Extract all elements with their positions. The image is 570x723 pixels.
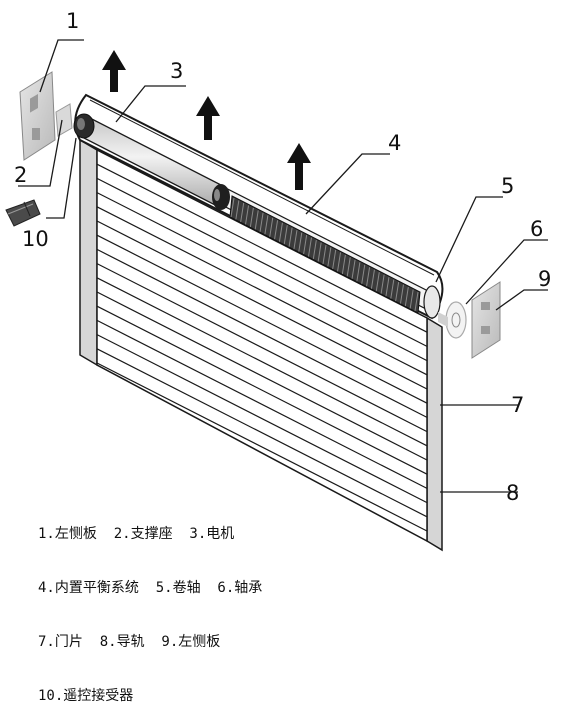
spring-coil <box>293 230 298 250</box>
legend-line-3: 7.门片 8.导轨 9.左恻板 <box>38 634 221 650</box>
spring-coil <box>274 220 279 240</box>
spring-coil <box>409 289 414 309</box>
callout-2: 2 <box>14 163 27 187</box>
spring-coil <box>307 237 312 257</box>
door-slat-line <box>96 362 428 532</box>
spring-coil <box>303 235 308 255</box>
door-slats <box>96 163 428 532</box>
spring-coil <box>332 249 337 270</box>
door-slat-line <box>96 348 428 518</box>
door-slat-line <box>96 206 428 376</box>
spring-coil <box>230 197 235 218</box>
parts-legend: 1.左恻板 2.支撑座 3.电机 4.内置平衡系统 5.卷轴 6.轴承 7.门片… <box>38 489 262 723</box>
callout-10: 10 <box>22 227 49 251</box>
callout-5: 5 <box>501 174 514 198</box>
door-slat-line <box>96 248 428 418</box>
callout-8: 8 <box>506 481 519 505</box>
spring-coil <box>390 279 395 299</box>
spring-coil <box>264 215 269 235</box>
door-slat-line <box>96 234 428 404</box>
callout-9: 9 <box>538 267 551 291</box>
door-slat-line <box>96 163 428 333</box>
roller-right-end <box>423 285 441 319</box>
door-curtain <box>96 148 428 543</box>
spring-coil <box>322 244 327 265</box>
spring-coil <box>317 242 322 262</box>
right-side-plate <box>471 281 501 359</box>
bearing <box>445 301 467 339</box>
spring-coil <box>298 232 303 252</box>
spring-coil <box>249 207 254 227</box>
callout-1: 1 <box>66 9 79 33</box>
door-slat-line <box>96 192 428 362</box>
spring-coil <box>395 282 400 302</box>
spring-coil <box>327 247 332 267</box>
legend-line-1: 1.左恻板 2.支撑座 3.电机 <box>38 526 235 542</box>
spring-coil <box>240 202 245 223</box>
up-arrow-icon <box>287 143 311 190</box>
rolling-shutter-diagram: 1 2 3 4 5 6 9 7 8 10 <box>5 9 551 552</box>
left-guide-rail <box>79 138 98 367</box>
spring-coil <box>370 269 375 289</box>
legend-line-2: 4.内置平衡系统 5.卷轴 6.轴承 <box>38 580 263 596</box>
callout-6: 6 <box>530 217 543 241</box>
door-slat-line <box>96 220 428 390</box>
spring-coil <box>404 286 409 307</box>
spring-coil <box>361 264 366 284</box>
spring-coil <box>366 267 371 287</box>
spring-coil <box>341 254 346 274</box>
spring-coil <box>283 225 288 245</box>
door-slat-line <box>96 291 428 461</box>
left-side-plate <box>19 71 56 161</box>
spring-coil <box>235 200 240 220</box>
callout-7: 7 <box>511 393 524 417</box>
up-arrow-icon <box>196 96 220 140</box>
spring-coil <box>245 205 250 225</box>
spring-coil <box>414 291 419 312</box>
spring-coil <box>259 212 264 232</box>
spring-coil <box>346 257 351 277</box>
door-slat-line <box>96 319 428 489</box>
spring-coil <box>380 274 385 294</box>
right-guide-rail <box>426 316 443 552</box>
spring-coil <box>399 284 404 304</box>
spring-coil <box>312 239 317 260</box>
spring-coil <box>288 227 293 247</box>
spring-coil <box>269 217 274 237</box>
spring-coil <box>351 259 356 279</box>
callout-3: 3 <box>170 59 183 83</box>
spring-coils <box>230 197 419 312</box>
spring-coil <box>337 252 342 272</box>
spring-coil <box>278 222 283 242</box>
up-arrow-icon <box>102 50 126 92</box>
door-slat-line <box>96 305 428 475</box>
door-slat-line <box>96 334 428 504</box>
door-slat-line <box>96 177 428 347</box>
callout-4: 4 <box>388 131 401 155</box>
spring-coil <box>385 277 390 297</box>
support-seat <box>55 103 73 137</box>
door-slat-line <box>96 277 428 447</box>
spring-coil <box>254 210 259 230</box>
spring-coil <box>356 262 361 282</box>
door-slat-line <box>96 263 428 433</box>
spring-coil <box>375 272 380 292</box>
legend-line-4: 10.遥控接受器 <box>38 688 134 704</box>
leader-lines <box>18 39 548 493</box>
